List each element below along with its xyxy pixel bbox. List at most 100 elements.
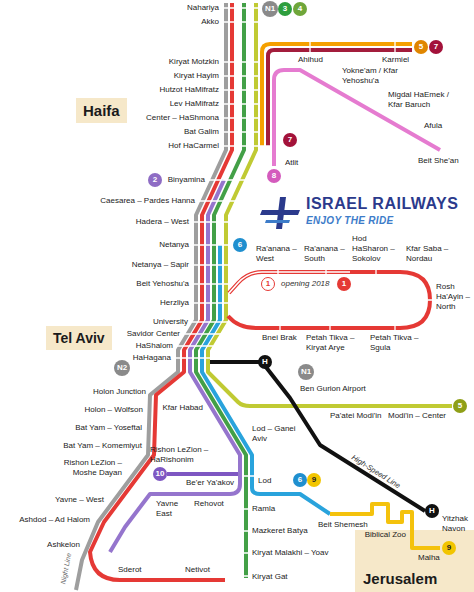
station-name: Be'er Ya'akov (186, 478, 234, 488)
line-badge: 6 (293, 473, 307, 487)
line-number: 1 (266, 280, 270, 288)
station-name: Atlit (285, 158, 298, 168)
station-name: Yitzhak Navon (442, 514, 474, 534)
station-name: Modi'in – Center (388, 411, 446, 421)
note: opening 2018 (281, 279, 330, 289)
line-badge: 10 (153, 467, 167, 481)
station-name: Beit Yehoshu'a (136, 279, 189, 289)
station-name: Bat Yam – Komemiyut (63, 441, 142, 451)
station-name: Holon Junction (93, 387, 146, 397)
station-name: Beit She'an (418, 156, 459, 166)
station-name: Ahihud (298, 55, 323, 65)
station-name: Beit Shemesh (318, 520, 368, 530)
line-number: 2 (153, 176, 157, 184)
line-number: N1 (265, 5, 275, 13)
station-name: Kfar Saba – Nordau (406, 244, 452, 264)
station-name: Nahariya (187, 3, 219, 13)
line-number: 6 (298, 476, 302, 484)
city-area: Jerusalem (355, 530, 474, 592)
line-number: 7 (288, 136, 292, 144)
station-name: Bat Yam – Yoseftal (75, 423, 142, 433)
line-badge: 6 (233, 238, 247, 252)
line-number: 4 (298, 5, 302, 13)
line-number: 6 (238, 241, 242, 249)
station-name: Lev HaMifratz (170, 99, 219, 109)
station-name: Netanya (159, 240, 189, 250)
station-name: Binyamina (168, 175, 205, 185)
station-name: HaShalom (136, 341, 173, 351)
station-name: Netivot (185, 565, 210, 575)
station-name: Rishon LeZion – Moshe Dayan (56, 458, 122, 478)
line-badge: H (258, 355, 272, 369)
station-name: Petah Tikva – Kiryat Arye (306, 333, 364, 353)
station-name: Bnei Brak (262, 333, 297, 343)
rail-line (167, 472, 238, 476)
line-number: H (429, 507, 435, 515)
station-name: Yavne – West (55, 495, 104, 505)
line-badge: 7 (429, 40, 443, 54)
line-badge: 1 (261, 277, 275, 291)
station-name: Yokne'am / Kfar Yehoshu'a (342, 66, 406, 86)
rail-line (110, 180, 240, 552)
city-name: Jerusalem (363, 570, 470, 588)
station-name: Hutzot HaMifratz (159, 85, 219, 95)
line-badge: N2 (114, 360, 130, 376)
line-number: 5 (458, 402, 462, 410)
planned-line (229, 272, 350, 293)
line-number: 8 (272, 172, 276, 180)
city-box: Haifa (76, 98, 127, 123)
line-badge: H (425, 504, 439, 518)
line-badge: 9 (307, 473, 321, 487)
station-name: Petah Tikva – Sgula (370, 333, 426, 353)
logo-mark (265, 220, 290, 223)
station-name: Ashkelon (47, 540, 80, 550)
station-name: Ben Gurion Airport (300, 384, 366, 394)
station-name: Karmiel (382, 55, 409, 65)
line-badge: 4 (293, 2, 307, 16)
station-name: Rosh Ha'Ayin – North (436, 282, 472, 312)
station-name: Yavne East (156, 499, 186, 519)
station-name: Hof HaCarmel (168, 141, 219, 151)
city-name: Haifa (83, 101, 120, 120)
line-number: H (262, 358, 268, 366)
city-area (355, 530, 474, 592)
station-name: Hadera – West (136, 217, 189, 227)
line-number: 3 (283, 5, 287, 13)
station-name: Kiryat Malakhi – Yoav (252, 548, 329, 558)
station-name: Lod – Ganei Aviv (252, 424, 304, 444)
station-name: Migdal HaEmek / Kfar Baruch (388, 90, 460, 110)
slogan: ENJOY THE RIDE (306, 215, 393, 227)
station-name: Rehovot (194, 499, 224, 509)
station-name: Netanya – Sapir (132, 260, 189, 270)
station-name: HaHagana (133, 353, 171, 363)
station-name: Akko (201, 17, 219, 27)
logo-mark (276, 197, 286, 229)
station-name: Ashdod – Ad Halom (19, 515, 90, 525)
line-number: N2 (117, 364, 127, 372)
city-box: Tel Aviv (46, 326, 112, 350)
station-name: Holon – Wolfson (84, 405, 143, 415)
station-name: Caesarea – Pardes Hanna (100, 196, 195, 206)
line-number: 7 (434, 43, 438, 51)
station-name: Rishon LeZion – HaRishonim (150, 445, 218, 465)
station-name: Herzliya (160, 298, 189, 308)
line-badge: 8 (267, 169, 281, 183)
line-badge: 3 (278, 2, 292, 16)
line-badge: 5 (453, 399, 467, 413)
station-name: Ra'anana – South (304, 244, 348, 264)
station-name: Pa'atei Modi'in (330, 411, 382, 421)
line-badge: 9 (442, 541, 456, 555)
station-name: Savidor Center (127, 329, 180, 339)
line-badge: N1 (298, 364, 314, 380)
station-name: Lod (258, 476, 271, 486)
station-name: Sderot (118, 565, 142, 575)
station-name: Mazkeret Batya (252, 526, 308, 536)
station-name: Ra'anana – West (256, 244, 300, 264)
station-name: Bat Galim (184, 127, 219, 137)
station-name: Kiryat Motzkin (169, 57, 219, 67)
line-number: 10 (156, 470, 165, 478)
line-badge: 2 (148, 173, 162, 187)
line-badge: 7 (283, 133, 297, 147)
brand-name: ISRAEL RAILWAYS (306, 195, 458, 213)
